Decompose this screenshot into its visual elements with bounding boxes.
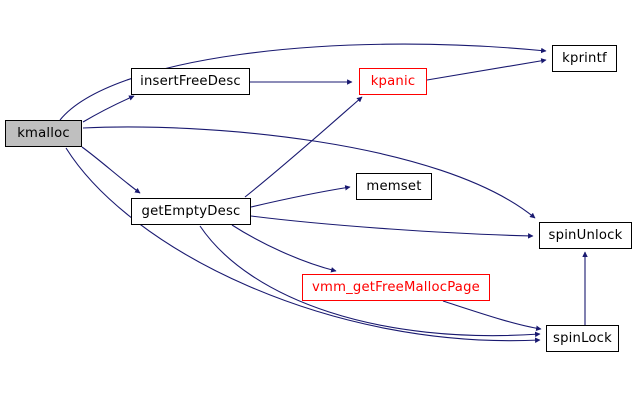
graph-node-memset[interactable]: memset (356, 173, 432, 200)
graph-node-spinLock[interactable]: spinLock (546, 325, 619, 352)
graph-node-label: getEmptyDesc (141, 203, 241, 219)
graph-node-getEmptyDesc[interactable]: getEmptyDesc (131, 198, 251, 225)
graph-node-label: kpanic (370, 73, 416, 89)
call-edge-kmalloc-to-spinUnlock (82, 126, 536, 219)
call-edge-getEmptyDesc-to-spinLock (199, 225, 541, 338)
graph-node-kprintf[interactable]: kprintf (552, 45, 617, 72)
graph-node-label: vmm_getFreeMallocPage (312, 279, 480, 295)
graph-node-label: insertFreeDesc (140, 73, 241, 89)
graph-node-label: kmalloc (17, 125, 70, 141)
call-edge-getEmptyDesc-to-memset (250, 185, 351, 208)
graph-node-label: spinLock (553, 330, 612, 346)
call-edge-getEmptyDesc-to-spinUnlock (250, 215, 534, 239)
call-edge-kmalloc-to-spinLock (65, 147, 541, 343)
graph-node-label: kprintf (562, 50, 607, 66)
graph-node-insertFreeDesc[interactable]: insertFreeDesc (131, 68, 250, 95)
call-edge-kpanic-to-kprintf (426, 58, 547, 81)
call-edge-getEmptyDesc-to-kpanic (244, 96, 363, 198)
graph-node-spinUnlock[interactable]: spinUnlock (539, 222, 632, 249)
graph-node-kmalloc[interactable]: kmalloc (5, 120, 82, 147)
call-edge-getEmptyDesc-to-vmm_getFreeMallocPage (231, 224, 337, 273)
graph-node-vmm_getFreeMallocPage[interactable]: vmm_getFreeMallocPage (302, 274, 490, 301)
call-edge-kmalloc-to-insertFreeDesc (82, 95, 135, 123)
call-edge-kmalloc-to-kprintf (59, 43, 547, 121)
call-edge-vmm_getFreeMallocPage-to-spinLock (442, 300, 542, 331)
graph-node-kpanic[interactable]: kpanic (359, 68, 427, 95)
graph-node-label: memset (366, 178, 422, 194)
graph-node-label: spinUnlock (548, 227, 623, 243)
call-edge-kmalloc-to-getEmptyDesc (81, 146, 141, 194)
